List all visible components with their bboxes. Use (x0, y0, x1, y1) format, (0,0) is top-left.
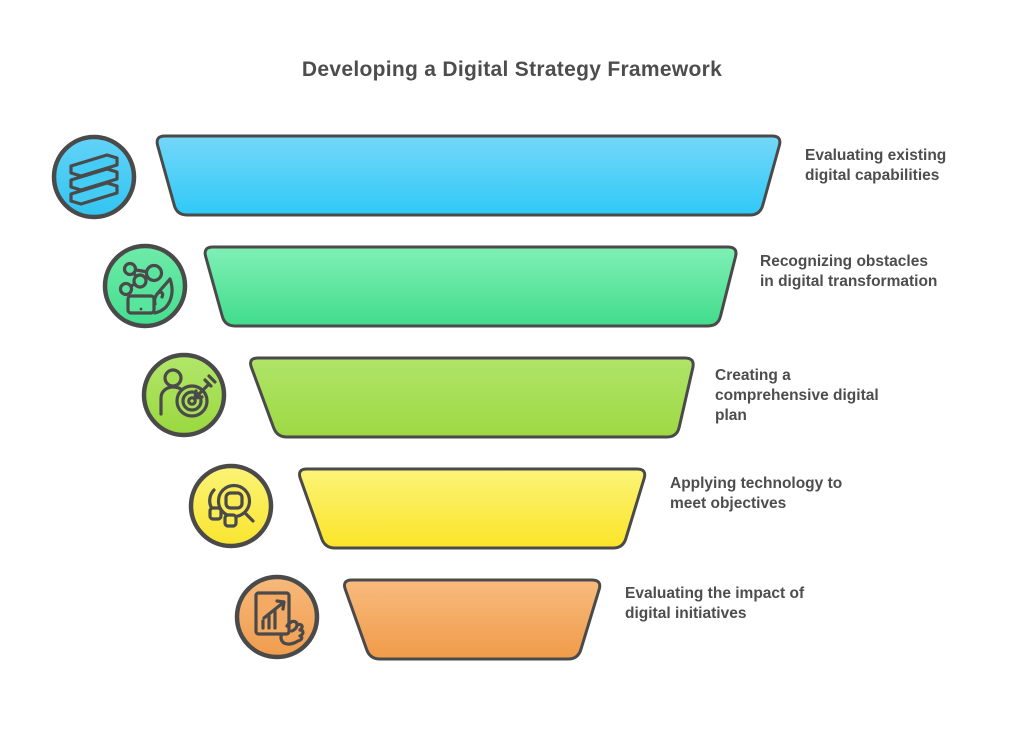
chart-report-hand-icon (254, 591, 305, 646)
funnel-segment (342, 578, 602, 661)
layers-stack-icon (69, 153, 119, 206)
funnel-segment (203, 245, 738, 328)
person-target-icon (159, 368, 217, 418)
step-label: Evaluating existing digital capabilities (805, 147, 947, 184)
magnifier-search-icon (208, 483, 255, 528)
funnel-segment (155, 134, 782, 217)
funnel-segment (297, 467, 647, 550)
diagram-title: Developing a Digital Strategy Framework (301, 58, 723, 81)
step-label: Applying technology to meet objectives (670, 475, 843, 512)
network-hand-icon (118, 261, 174, 315)
step-label: Evaluating the impact of digital initiat… (625, 585, 805, 622)
funnel-segment (249, 356, 695, 439)
step-label: Recognizing obstacles in digital transfo… (760, 253, 938, 290)
step-label: Creating a comprehensive digital plan (715, 367, 879, 424)
